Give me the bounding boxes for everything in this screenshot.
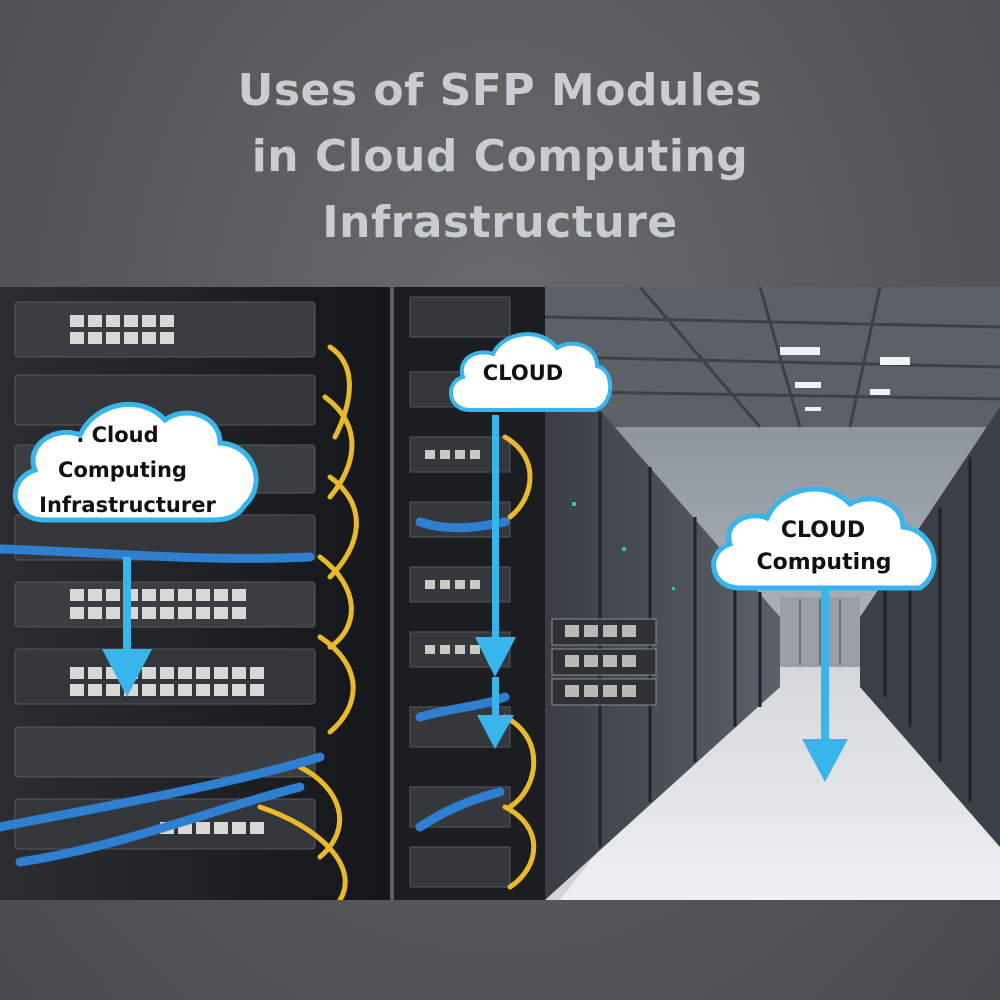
- cloud-label-cloud: CLOUD: [445, 322, 615, 417]
- cloud-left-line-1: . Cloud: [76, 423, 159, 447]
- cloud-shape: [711, 486, 937, 591]
- cloud-right-line-1: CLOUD: [780, 518, 866, 543]
- cloud-middle-line-1: CLOUD: [482, 361, 564, 385]
- datacenter-photo: . Cloud Computing Infrastructurer CLOUD …: [0, 287, 1000, 900]
- page-title: Uses of SFP Modules in Cloud Computing I…: [0, 58, 1000, 256]
- title-line-3: Infrastructure: [322, 197, 678, 248]
- cloud-label-cloud-computing: CLOUD Computing: [705, 472, 945, 597]
- cloud-shape: [12, 402, 259, 523]
- arrow-down-icon: [102, 557, 152, 697]
- cloud-left-line-3: Infrastructurer: [39, 493, 216, 517]
- title-line-1: Uses of SFP Modules: [237, 65, 763, 116]
- cloud-right-line-2: Computing: [756, 550, 892, 575]
- cloud-label-infrastructure: . Cloud Computing Infrastructurer: [5, 385, 270, 530]
- title-line-2: in Cloud Computing: [251, 131, 749, 182]
- cloud-left-line-2: Computing: [58, 458, 187, 482]
- cloud-shape: [448, 332, 613, 412]
- datacenter-illustration: [0, 287, 1000, 900]
- arrow-down-icon: [475, 415, 516, 749]
- arrow-down-icon: [802, 587, 848, 782]
